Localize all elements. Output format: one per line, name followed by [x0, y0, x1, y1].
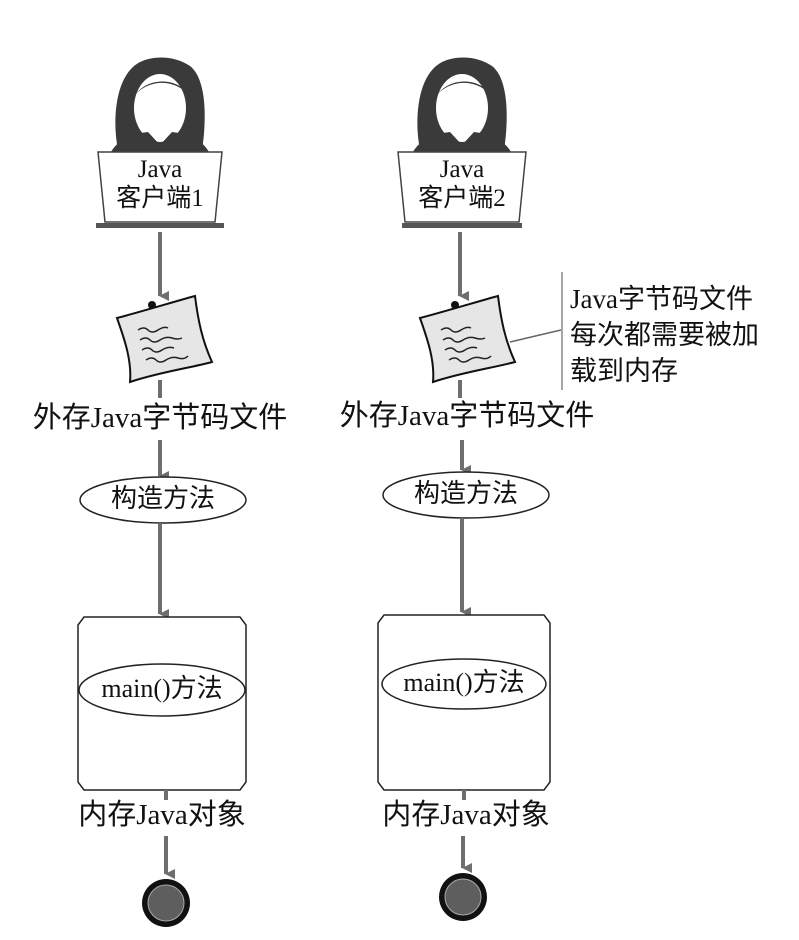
constructor-label-2: 构造方法 [413, 479, 519, 508]
laptop-icon [397, 151, 527, 228]
lane-2 [377, 57, 551, 921]
end-node [142, 879, 190, 927]
note-line: 每次都需要被加 [570, 320, 759, 350]
main-method-node [78, 663, 246, 717]
note-line: Java字节码文件 [570, 284, 753, 314]
constructor-node [79, 476, 247, 524]
end-node [439, 873, 487, 921]
constructor-label-1: 构造方法 [110, 484, 216, 513]
client-label-2: Java 客户端2 [418, 155, 506, 213]
user-icon [410, 57, 514, 160]
note-callout [509, 272, 563, 390]
client-line-2: 客户端1 [116, 185, 204, 212]
main-method-label-2: main()方法 [403, 668, 525, 697]
laptop-icon [96, 151, 224, 228]
constructor-node [382, 471, 550, 519]
note-line: 载到内存 [570, 356, 678, 386]
main-method-label-1: main()方法 [101, 674, 223, 703]
file-label-1: 外存Java字节码文件 [32, 402, 288, 434]
note-text: Java字节码文件 每次都需要被加 载到内存 [570, 281, 759, 389]
file-label-2: 外存Java字节码文件 [339, 400, 595, 432]
client-line-1: Java [439, 156, 485, 183]
object-label-1: 内存Java对象 [78, 799, 246, 831]
client-label-1: Java 客户端1 [116, 155, 204, 213]
client-line-1: Java [137, 156, 183, 183]
main-method-node [381, 658, 547, 710]
document-icon [115, 294, 214, 384]
object-label-2: 内存Java对象 [382, 799, 550, 831]
document-icon [418, 294, 517, 384]
lane-1 [77, 57, 247, 927]
client-line-2: 客户端2 [418, 185, 506, 212]
user-icon [108, 57, 212, 160]
